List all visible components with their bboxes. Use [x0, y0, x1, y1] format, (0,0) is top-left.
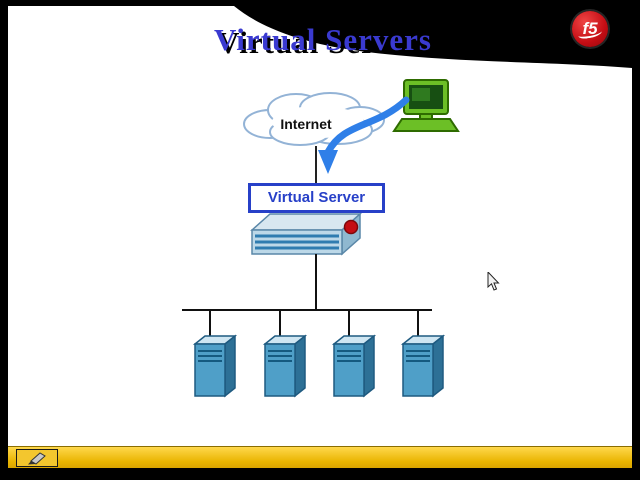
f5-logo: f5 — [572, 11, 608, 47]
virtual-server-label: Virtual Server — [267, 189, 366, 206]
f5-logo-swoosh — [577, 27, 603, 40]
slide-title: Virtual Servers — [214, 22, 432, 57]
network-diagram — [182, 6, 632, 397]
flow-arrow-icon — [318, 96, 410, 174]
presentation-slide: Virtual Servers f5 Internet Virtual Serv… — [8, 6, 632, 446]
virtual-server-box: Virtual Server — [248, 183, 385, 213]
f5-logo-text: f5 — [582, 19, 598, 38]
network-lines — [182, 254, 432, 342]
server-tower-icon — [333, 335, 375, 397]
server-tower-icon — [264, 335, 306, 397]
internet-label: Internet — [280, 116, 332, 132]
slide-swoosh-decoration — [234, 6, 632, 68]
bigip-appliance-icon — [250, 212, 362, 256]
cloud-icon — [243, 92, 385, 146]
client-computer-icon — [392, 79, 460, 132]
server-tower-icon — [402, 335, 444, 397]
pen-tool-button[interactable] — [16, 449, 58, 467]
mouse-cursor-icon — [487, 272, 500, 291]
pen-tool-icon — [28, 452, 46, 465]
annotation-toolbar — [8, 446, 632, 468]
server-tower-icon — [194, 335, 236, 397]
